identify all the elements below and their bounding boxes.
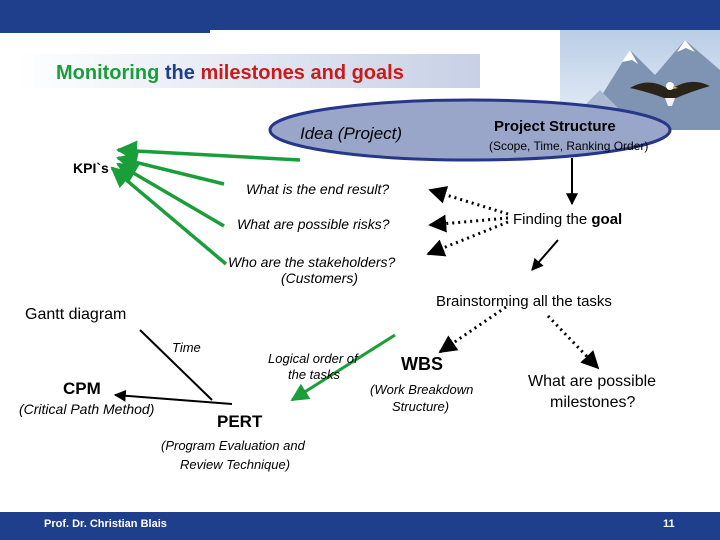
dotted-stakeholders xyxy=(426,220,509,257)
pert-sub-label-line1: (Program Evaluation and xyxy=(161,438,305,453)
finding-goal-label: Finding the goal xyxy=(513,211,622,228)
wbs-sub-label-line2: Structure) xyxy=(392,399,450,414)
logical-order-label-line1: Logical order of xyxy=(268,351,358,366)
idea-label: Idea (Project) xyxy=(300,124,403,143)
project-structure-label: Project Structure xyxy=(494,118,616,135)
logical-order-label-line2: the tasks xyxy=(288,367,341,382)
page-number: 11 xyxy=(663,518,675,530)
cpm-label: CPM xyxy=(63,379,101,398)
project-structure-sub-label: (Scope, Time, Ranking Order) xyxy=(489,139,649,153)
wbs-sub-label-line1: (Work Breakdown xyxy=(370,382,474,397)
milestones-label-line1: What are possible xyxy=(528,373,657,390)
milestones-label-line2: milestones? xyxy=(550,394,636,411)
brainstorming-label: Brainstorming all the tasks xyxy=(436,293,612,310)
kpis-label: KPI`s xyxy=(73,160,109,176)
finding-goal-word: goal xyxy=(591,211,623,228)
slide-title: Monitoring the milestones and goals xyxy=(56,62,404,85)
arrow-kpi-2 xyxy=(116,162,225,228)
arrow-kpi-4 xyxy=(115,140,301,162)
idea-ellipse xyxy=(268,98,672,162)
stakeholders-label-line2: (Customers) xyxy=(281,270,359,286)
arrow-kpi-3 xyxy=(110,166,228,266)
cpm-sub-label: (Critical Path Method) xyxy=(19,401,155,417)
dotted-brainstorming-milestones xyxy=(546,314,600,370)
stakeholders-label-line1: Who are the stakeholders? xyxy=(228,254,396,270)
wbs-label: WBS xyxy=(401,354,443,374)
end-result-label: What is the end result? xyxy=(246,181,390,197)
dotted-end-result xyxy=(428,186,509,216)
gantt-label: Gantt diagram xyxy=(25,306,127,323)
arrow-goal-to-brainstorming xyxy=(531,239,559,271)
time-label: Time xyxy=(172,340,201,355)
header-band-extension xyxy=(0,30,210,33)
dotted-brainstorming-wbs xyxy=(438,305,507,354)
risks-label: What are possible risks? xyxy=(237,216,390,232)
title-part1: Monitoring xyxy=(56,62,160,84)
arrow-wbs-to-pert xyxy=(290,333,396,402)
footer-bar xyxy=(0,512,720,540)
footer-author: Prof. Dr. Christian Blais xyxy=(44,518,167,530)
title-banner xyxy=(18,54,480,88)
line-gantt-to-pert xyxy=(139,329,213,401)
finding-goal-prefix: Finding the xyxy=(513,211,588,228)
pert-label: PERT xyxy=(217,412,263,431)
pert-sub-label-line2: Review Technique) xyxy=(180,457,291,472)
title-part3: milestones and goals xyxy=(200,62,404,84)
arrow-kpi-1 xyxy=(115,152,225,186)
dotted-risks xyxy=(428,214,509,233)
arrow-pert-to-cpm xyxy=(113,389,233,405)
title-part2: the xyxy=(164,62,195,84)
header-band xyxy=(0,0,720,30)
